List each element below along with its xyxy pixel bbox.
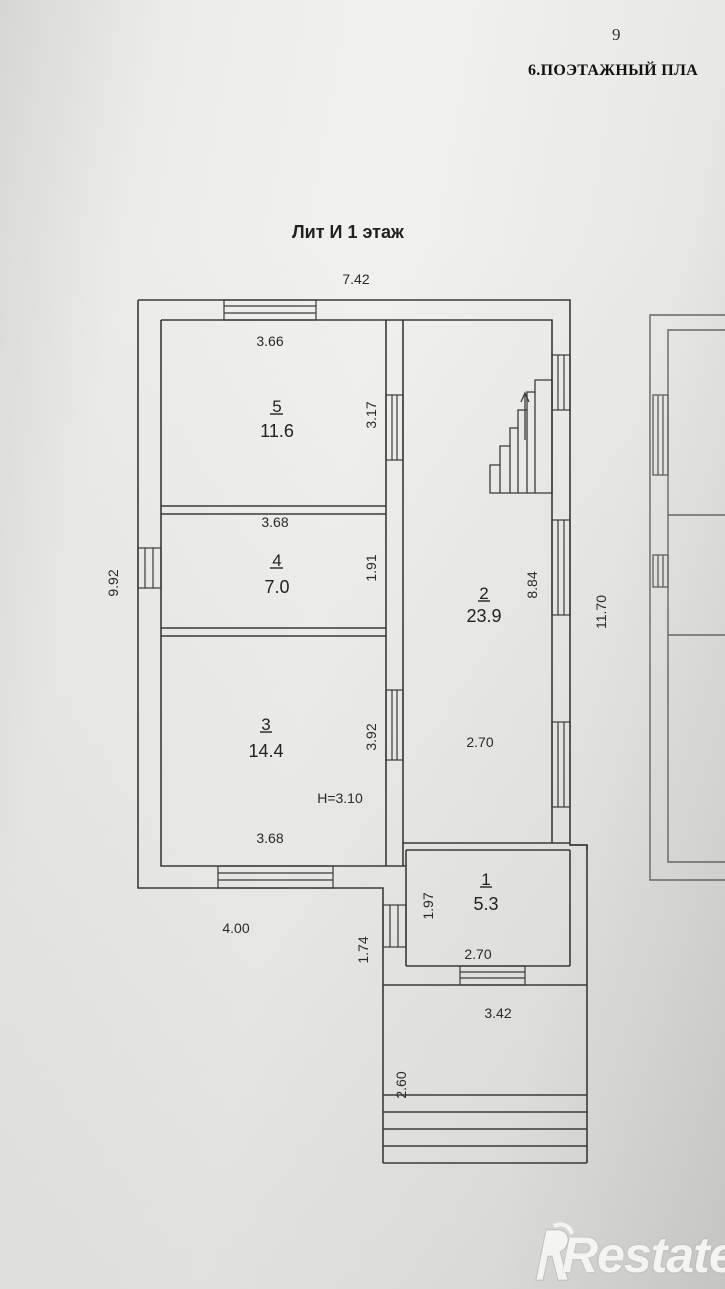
paper-shadow <box>0 240 725 1289</box>
adjacent-plan-outline <box>649 314 725 881</box>
room-4-number: 4 <box>272 551 281 570</box>
dim-top-total: 7.42 <box>342 271 369 287</box>
room-5-number: 5 <box>272 397 281 416</box>
windows <box>137 299 571 986</box>
dim-left-total: 9.92 <box>105 569 121 596</box>
room-2-area: 23.9 <box>466 606 501 626</box>
dim-room3-width: 3.68 <box>256 830 283 846</box>
ceiling-height: H=3.10 <box>317 790 363 806</box>
page-number: 9 <box>612 25 621 44</box>
terrace <box>382 985 588 1164</box>
dim-room3-height: 3.92 <box>363 723 379 750</box>
dim-terrace-depth: 2.60 <box>393 1071 409 1098</box>
dim-room1-height: 1.97 <box>420 892 436 919</box>
dim-room5-height: 3.17 <box>363 401 379 428</box>
room-2-number: 2 <box>479 584 488 603</box>
dim-room5-width: 3.66 <box>256 333 283 349</box>
watermark-brand: Restate <box>562 1227 725 1283</box>
room-1-number: 1 <box>481 870 490 889</box>
dim-room1-width: 2.70 <box>464 946 491 962</box>
room-3-area: 14.4 <box>248 741 283 761</box>
dimension-labels: 7.42 3.66 3.68 3.68 H=3.10 2.70 4.00 2.7… <box>105 271 609 1099</box>
dim-outside-width: 4.00 <box>222 920 249 936</box>
plan-title: Лит И 1 этаж <box>292 222 404 242</box>
room-1-area: 5.3 <box>473 894 498 914</box>
room-5-area: 11.6 <box>260 421 294 441</box>
section-header: 6.ПОЭТАЖНЫЙ ПЛА <box>528 62 699 79</box>
dim-right-total: 11.70 <box>593 595 609 629</box>
room-3-number: 3 <box>261 715 270 734</box>
dim-porch-height: 1.74 <box>355 936 371 963</box>
dim-room2-width: 2.70 <box>466 734 493 750</box>
dim-room2-height: 8.84 <box>524 571 540 598</box>
room-number-underlines <box>260 413 492 888</box>
dim-room4-height: 1.91 <box>363 554 379 581</box>
room-labels: 5 11.6 4 7.0 3 14.4 2 23.9 1 5.3 <box>248 397 501 914</box>
dim-terrace-width: 3.42 <box>484 1005 511 1021</box>
room-4-area: 7.0 <box>264 577 289 597</box>
dim-room4-width: 3.68 <box>261 514 288 530</box>
staircase <box>489 379 553 494</box>
restate-logo-icon <box>535 1222 574 1281</box>
